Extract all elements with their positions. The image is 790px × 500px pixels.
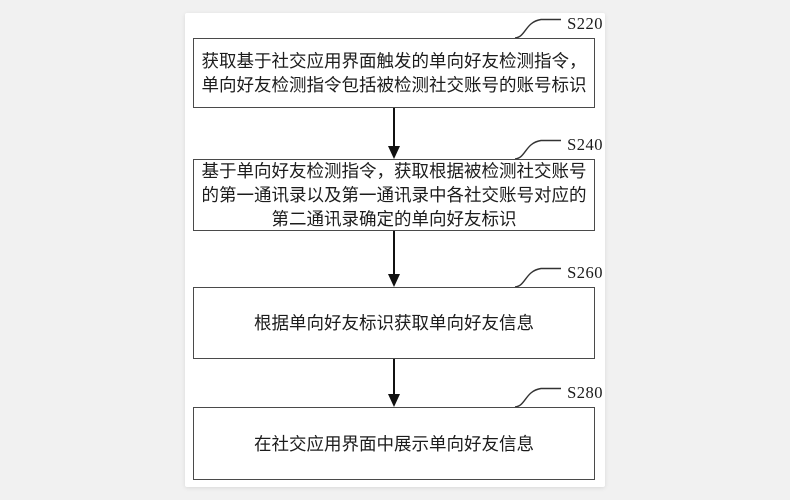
flow-step-box-s240: 基于单向好友检测指令，获取根据被检测社交账号的第一通讯录以及第一通讯录中各社交账… (193, 159, 595, 231)
flow-step-box-s220: 获取基于社交应用界面触发的单向好友检测指令，单向好友检测指令包括被检测社交账号的… (193, 38, 595, 108)
leader-line (514, 18, 562, 39)
flow-step-text: 获取基于社交应用界面触发的单向好友检测指令，单向好友检测指令包括被检测社交账号的… (201, 51, 587, 95)
step-id-label: S260 (567, 263, 603, 282)
step-label-row-s260: S260 (514, 264, 603, 288)
leader-line (514, 139, 562, 160)
flow-step-text: 基于单向好友检测指令，获取根据被检测社交账号的第一通讯录以及第一通讯录中各社交账… (201, 161, 587, 229)
step-label-row-s240: S240 (514, 136, 603, 160)
step-id-label: S240 (567, 135, 603, 154)
flow-step-text: 根据单向好友标识获取单向好友信息 (254, 313, 534, 333)
arrow-head-icon (388, 146, 400, 159)
leader-line (514, 267, 562, 288)
flow-step-box-s280: 在社交应用界面中展示单向好友信息 (193, 407, 595, 480)
flow-step-box-s260: 根据单向好友标识获取单向好友信息 (193, 287, 595, 359)
arrow-line (393, 231, 395, 276)
arrow-line (393, 108, 395, 148)
arrow-head-icon (388, 274, 400, 287)
arrow-line (393, 359, 395, 396)
arrow-head-icon (388, 394, 400, 407)
leader-line (514, 387, 562, 408)
step-label-row-s220: S220 (514, 15, 603, 39)
flow-step-text: 在社交应用界面中展示单向好友信息 (254, 433, 534, 454)
step-id-label: S280 (567, 383, 603, 402)
diagram-panel: S220 获取基于社交应用界面触发的单向好友检测指令，单向好友检测指令包括被检测… (185, 13, 605, 487)
step-id-label: S220 (567, 14, 603, 33)
step-label-row-s280: S280 (514, 384, 603, 408)
